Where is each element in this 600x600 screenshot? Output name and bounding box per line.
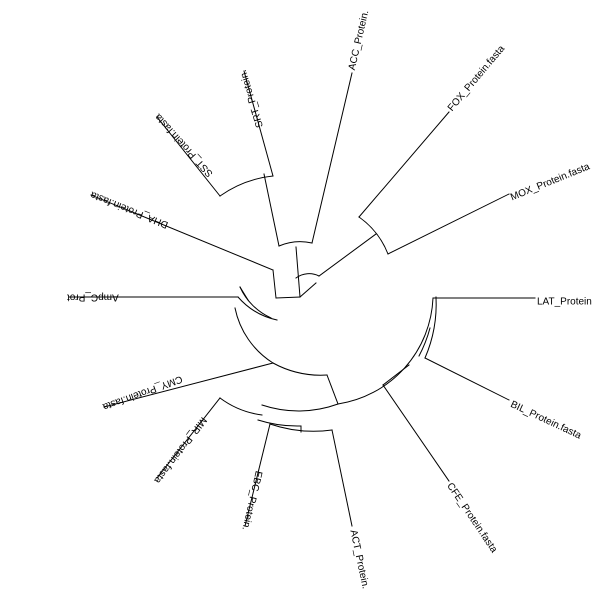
branch bbox=[387, 193, 510, 255]
branch bbox=[239, 286, 249, 301]
branch bbox=[272, 362, 328, 376]
branch bbox=[275, 296, 301, 299]
tree-branches bbox=[68, 70, 536, 527]
branch bbox=[299, 282, 317, 298]
branch bbox=[382, 384, 450, 482]
branch bbox=[326, 374, 339, 405]
leaf-label-cfe: CFE_Protein.fasta bbox=[444, 481, 499, 555]
branch bbox=[219, 397, 263, 416]
leaf-label-mox: MOX_Protein.fasta bbox=[509, 161, 592, 203]
branch bbox=[331, 429, 353, 527]
branch bbox=[272, 269, 277, 299]
leaf-label-dha: DHA_Protein.fasta bbox=[89, 189, 170, 230]
branch bbox=[243, 70, 274, 177]
branch bbox=[261, 403, 339, 412]
branch bbox=[244, 423, 271, 527]
branch bbox=[418, 327, 431, 357]
branch bbox=[424, 357, 510, 401]
branch bbox=[278, 241, 313, 247]
branch bbox=[103, 362, 274, 408]
leaf-label-fox: FOX_Protein.fasta bbox=[446, 43, 508, 113]
branch bbox=[257, 419, 302, 427]
branch bbox=[156, 397, 221, 479]
leaf-label-ebc: EBC_Protein. bbox=[240, 470, 264, 532]
branch bbox=[295, 246, 299, 273]
leaf-labels: LAT_ProteinBIL_Protein.fastaCFE_Protein.… bbox=[67, 9, 592, 590]
leaf-label-cmy: CMY_Protein.fasta bbox=[101, 373, 184, 412]
branch bbox=[358, 111, 450, 218]
leaf-label-ampc: AmpC_Prot bbox=[67, 291, 119, 302]
branch bbox=[318, 233, 377, 277]
branch bbox=[239, 286, 272, 319]
branch bbox=[358, 216, 389, 255]
leaf-label-acc: ACC_Protein. bbox=[347, 9, 371, 71]
branch bbox=[295, 273, 320, 279]
leaf-label-act: ACT_Protein. bbox=[347, 529, 370, 590]
leaf-label-srt: SRT_Protein. bbox=[238, 68, 266, 128]
leaf-label-bil: BIL_Protein.fasta bbox=[509, 399, 584, 442]
branch bbox=[382, 364, 410, 386]
branch bbox=[234, 307, 274, 364]
leaf-label-mir: MIR_Protein.fasta bbox=[151, 415, 208, 486]
leaf-label-sst: SST_Protein.fasta bbox=[153, 111, 216, 179]
leaf-label-lat: LAT_Protein bbox=[537, 297, 592, 308]
branch bbox=[156, 116, 221, 197]
branch bbox=[311, 72, 353, 244]
branch bbox=[90, 194, 274, 271]
branch bbox=[219, 175, 274, 197]
branch bbox=[269, 423, 333, 432]
branch bbox=[263, 173, 280, 247]
branch bbox=[424, 296, 437, 359]
branch bbox=[237, 296, 278, 321]
